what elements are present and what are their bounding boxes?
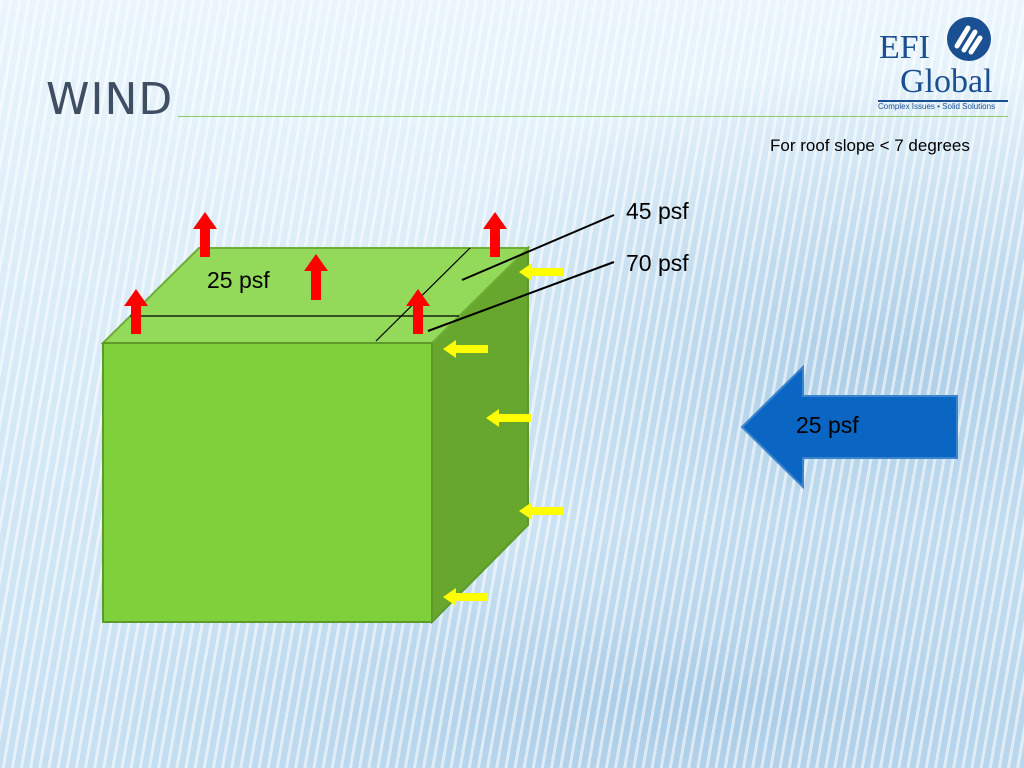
title-divider — [178, 116, 1008, 117]
logo-underline — [878, 100, 1008, 102]
up-arrow-icon — [406, 289, 430, 334]
logo-name-efi: EFI — [879, 29, 930, 66]
left-arrow-icon — [443, 340, 488, 358]
up-arrow-icon — [304, 254, 328, 300]
efi-globe-emblem-icon — [947, 17, 991, 61]
slide-title: WIND — [46, 74, 174, 125]
logo-tagline: Complex Issues • Solid Solutions — [878, 102, 996, 111]
building-front-face — [102, 342, 433, 623]
wall-pressure-label: 25 psf — [796, 412, 859, 438]
up-arrow-icon — [124, 289, 148, 334]
roof-zone-line-diagonal — [375, 247, 471, 342]
roof-slope-note: For roof slope < 7 degrees — [770, 136, 970, 155]
efi-global-logo: EFI Global Complex Issues • Solid Soluti… — [876, 16, 1012, 114]
roof-interior-pressure-label: 25 psf — [207, 267, 270, 293]
up-arrow-icon — [193, 212, 217, 257]
left-arrow-icon — [740, 364, 958, 490]
logo-name-global: Global — [900, 63, 993, 100]
left-arrow-icon — [519, 502, 564, 520]
leader-line-corner — [427, 261, 615, 332]
left-arrow-icon — [486, 409, 531, 427]
left-arrow-icon — [443, 588, 488, 606]
roof-corner-pressure-label: 70 psf — [626, 250, 689, 276]
leader-line-edge — [461, 214, 615, 281]
roof-edge-pressure-label: 45 psf — [626, 198, 689, 224]
left-arrow-icon — [519, 263, 564, 281]
up-arrow-icon — [483, 212, 507, 257]
